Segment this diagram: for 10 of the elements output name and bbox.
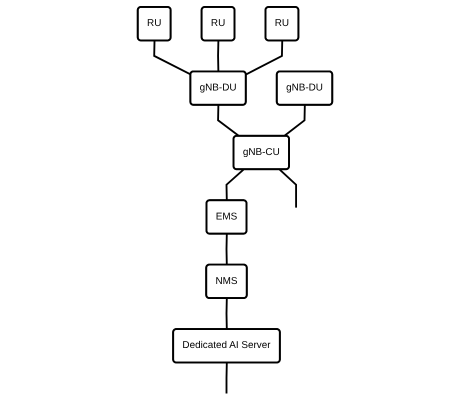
connector [226,298,228,330]
connector [283,105,306,137]
connector [153,40,192,76]
connector [217,40,220,72]
connector [279,168,297,208]
connector [226,362,228,394]
connector [226,168,244,201]
connector [217,105,240,137]
connector [246,40,284,76]
connector [226,234,228,265]
